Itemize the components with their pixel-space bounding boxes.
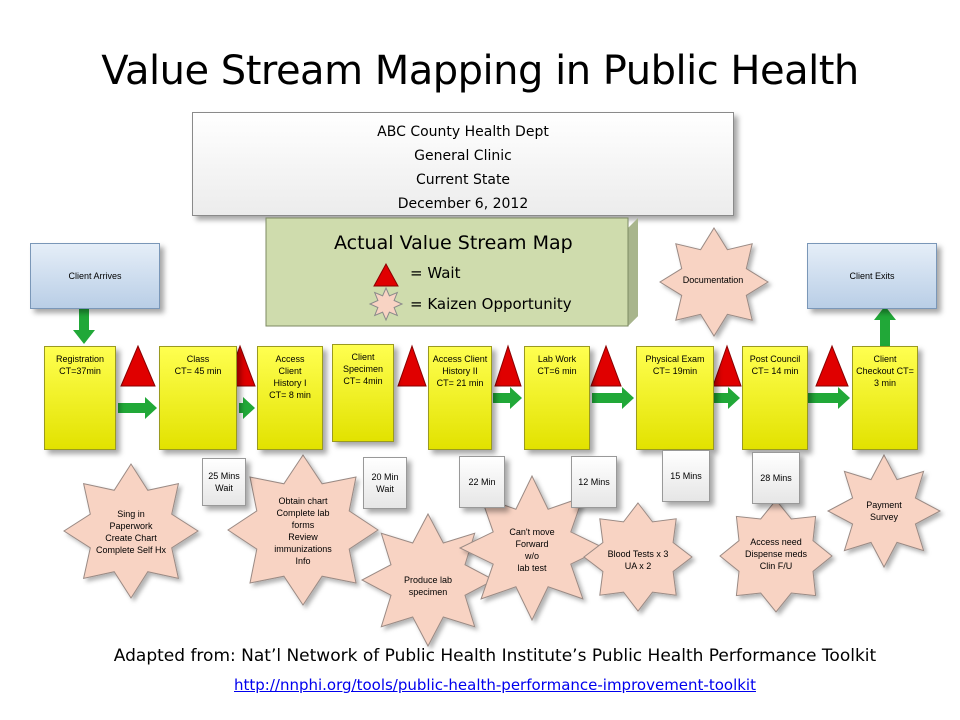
process-access-history-2: Access Client History II CT= 21 min (428, 346, 492, 450)
client-exits-label: Client Exits (849, 271, 895, 281)
wait-triangle-icon (712, 344, 742, 387)
legend-wait-triangle-icon (373, 262, 399, 287)
kaizen-star-icon (826, 453, 942, 569)
kaizen-label: Payment Survey (866, 500, 902, 522)
process-registration: Registration CT=37min (44, 346, 116, 450)
flow-arrow-icon (714, 387, 740, 409)
wait-box: 25 Mins Wait (202, 458, 246, 506)
wait-triangle-icon (494, 344, 522, 387)
kaizen-star-icon (719, 499, 833, 613)
legend-wait-label: = Wait (410, 264, 461, 282)
flow-arrow-icon (592, 387, 634, 409)
wait-box: 20 Min Wait (363, 457, 407, 509)
flow-arrow-up-icon (874, 306, 896, 346)
kaizen-star-icon (659, 227, 769, 337)
client-arrives-box: Client Arrives (30, 243, 160, 309)
kaizen-label: Obtain chart Complete lab forms Review i… (274, 496, 332, 566)
process-lab-work: Lab Work CT=6 min (524, 346, 590, 450)
process-client-specimen: Client Specimen CT= 4min (332, 344, 394, 442)
wait-box: 22 Min (459, 456, 505, 508)
header-line-state: Current State (415, 172, 511, 188)
flow-arrow-icon (239, 397, 255, 419)
source-link[interactable]: http://nnphi.org/tools/public-health-per… (234, 676, 756, 694)
client-exits-box: Client Exits (807, 243, 937, 309)
flow-arrow-icon (493, 387, 522, 409)
wait-triangle-icon (815, 344, 849, 387)
header-line-date: December 6, 2012 (397, 196, 529, 212)
kaizen-label: Can't move Forward w/o lab test (509, 527, 555, 573)
wait-triangle-icon (590, 344, 622, 387)
kaizen-label: Produce lab specimen (403, 575, 453, 597)
process-client-checkout: Client Checkout CT= 3 min (852, 346, 918, 450)
legend-kaizen-label: = Kaizen Opportunity (410, 295, 572, 313)
process-class: Class CT= 45 min (159, 346, 237, 450)
kaizen-star-icon (63, 463, 199, 599)
flow-arrow-icon (808, 387, 850, 409)
kaizen-label: Blood Tests x 3 UA x 2 (607, 549, 669, 571)
process-physical-exam: Physical Exam CT= 19min (636, 346, 714, 450)
credit-text: Adapted from: Nat’l Network of Public He… (113, 646, 877, 666)
kaizen-label: Documentation (682, 275, 744, 285)
client-arrives-label: Client Arrives (68, 271, 122, 281)
wait-triangle-icon (120, 344, 156, 387)
kaizen-star-icon (227, 454, 379, 606)
kaizen-label: Access need Dispense meds Clin F/U (744, 537, 808, 571)
page-title: Value Stream Mapping in Public Health (101, 48, 859, 94)
legend-title: Actual Value Stream Map (334, 232, 573, 254)
wait-box: 28 Mins (752, 452, 800, 504)
kaizen-star-icon (458, 474, 606, 622)
kaizen-star-icon (583, 502, 693, 612)
header-line-org: ABC County Health Dept (377, 124, 549, 140)
flow-arrow-down-icon (73, 306, 95, 344)
process-access-history-1: Access Client History I CT= 8 min (257, 346, 323, 450)
process-post-council: Post Council CT= 14 min (742, 346, 808, 450)
kaizen-label: Sing in Paperwork Create Chart Complete … (95, 509, 167, 555)
wait-box: 12 Mins (571, 456, 617, 508)
header-box: ABC County Health Dept General Clinic Cu… (192, 112, 734, 216)
flow-arrow-icon (118, 397, 157, 419)
wait-triangle-icon (397, 344, 427, 387)
legend-box (265, 217, 638, 327)
header-line-clinic: General Clinic (414, 148, 512, 164)
wait-box: 15 Mins (662, 450, 710, 502)
legend-kaizen-star-icon (368, 286, 404, 322)
